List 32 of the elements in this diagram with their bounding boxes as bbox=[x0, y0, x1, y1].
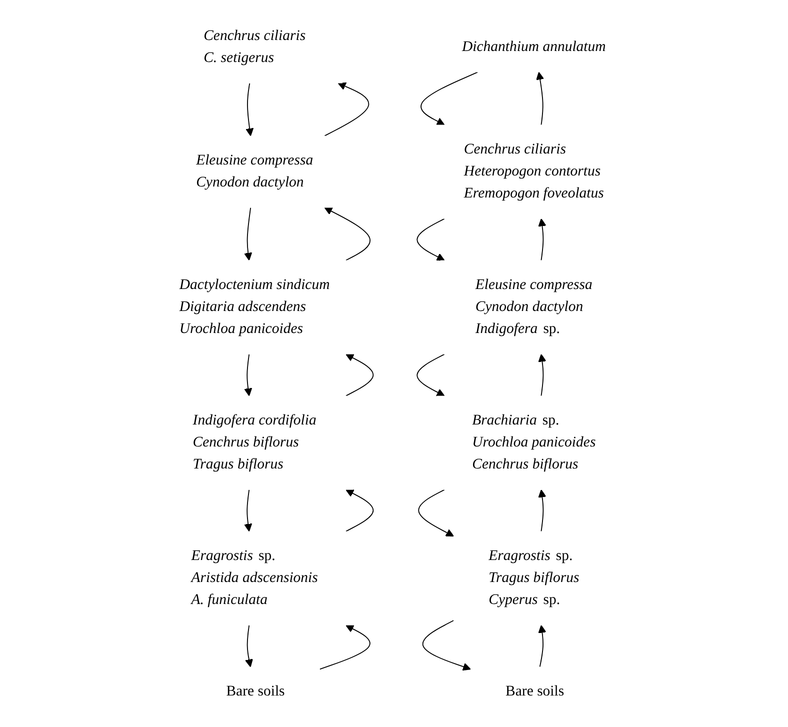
arrow bbox=[536, 71, 545, 125]
arrow bbox=[320, 624, 371, 670]
node-text: Cenchrus ciliaris C. setigerus bbox=[204, 27, 306, 66]
arrow bbox=[246, 624, 254, 667]
node-text: Dichanthium annulatum bbox=[462, 38, 606, 54]
arrow bbox=[246, 82, 254, 136]
arrow bbox=[324, 82, 370, 136]
node-text: Cenchrus ciliaris Heteropogon contortus Eremopogon foveolatus bbox=[464, 140, 604, 201]
arrow bbox=[417, 353, 446, 396]
arrow bbox=[244, 488, 253, 532]
arrow bbox=[324, 206, 371, 260]
node-text: Bare soils bbox=[506, 682, 565, 699]
arrow bbox=[538, 218, 547, 260]
arrow bbox=[422, 620, 472, 670]
arrow bbox=[244, 206, 253, 260]
arrow bbox=[244, 353, 253, 396]
node-text: Dactyloctenium sindicum Digitaria adscendens Urochloa panicoides bbox=[180, 276, 330, 336]
node-text: Eleusine compressa Cynodon dactylon bbox=[196, 152, 314, 190]
node-text: Eragrostis sp. Aristida adscensionis A. funiculata bbox=[192, 547, 318, 608]
arrow bbox=[346, 353, 374, 396]
arrow bbox=[346, 488, 374, 532]
arrow bbox=[538, 488, 547, 532]
arrow bbox=[538, 624, 547, 667]
arrow bbox=[538, 353, 547, 396]
node-text: Eragrostis sp. Tragus biflorus Cyperus sp. bbox=[489, 547, 580, 608]
arrow bbox=[418, 488, 454, 536]
arrow bbox=[417, 218, 446, 260]
node-text: Eleusine compressa Cynodon dactylon Indigofera sp. bbox=[476, 276, 593, 336]
node-text: Bare soils bbox=[226, 682, 286, 699]
node-text: Indigofera cordifolia Cenchrus biflorus Tragus biflorus bbox=[193, 412, 317, 472]
node-text: Brachiaria sp. Urochloa panicoides Cenchrus biflorus bbox=[472, 412, 596, 472]
arrow bbox=[421, 71, 478, 125]
